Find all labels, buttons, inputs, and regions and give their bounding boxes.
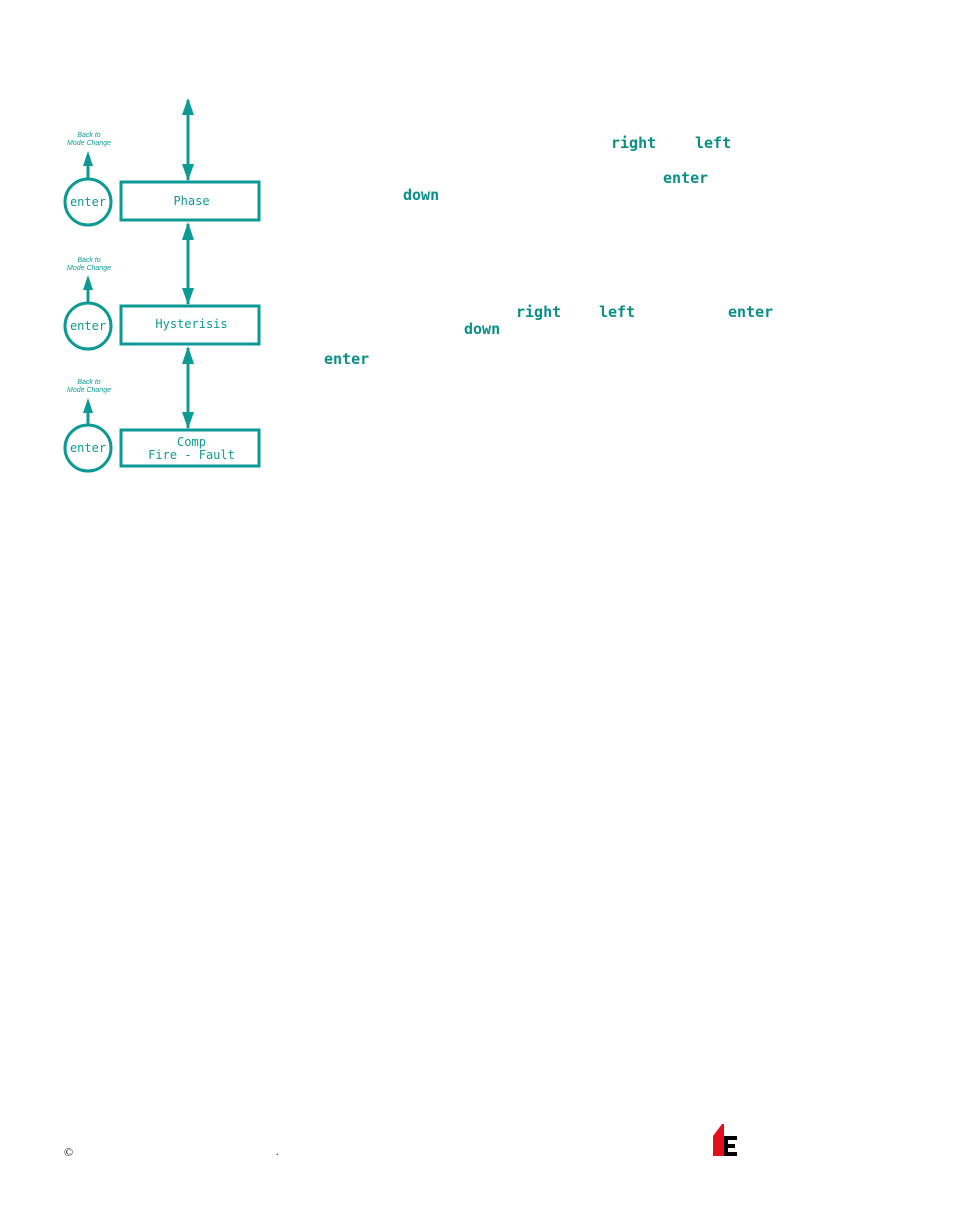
arrowhead-hysterisis-up bbox=[182, 346, 194, 364]
enter-button-label-2: enter bbox=[69, 319, 107, 333]
back-label-2: Back to Mode Change bbox=[59, 257, 119, 273]
back-label-3: Back to Mode Change bbox=[59, 379, 119, 395]
arrowhead-enter-1 bbox=[83, 151, 93, 166]
flow-diagram-graphics bbox=[63, 98, 261, 473]
hysterisis-box bbox=[119, 304, 261, 346]
keyword-down-2: down bbox=[464, 320, 501, 338]
keyword-down-1: down bbox=[403, 186, 440, 204]
phase-box bbox=[119, 180, 261, 222]
arrowhead-hysterisis-down bbox=[182, 288, 194, 305]
arrowhead-comp-down bbox=[182, 412, 194, 429]
copyright-symbol: © bbox=[64, 1145, 74, 1159]
arrowhead-enter-3 bbox=[83, 398, 93, 413]
back-label-1-line1: Back to bbox=[77, 132, 101, 139]
enter-button-label-3: enter bbox=[69, 441, 107, 455]
keyword-right-1: right bbox=[611, 134, 657, 152]
back-label-3-line1: Back to bbox=[77, 379, 101, 386]
keyword-enter-1: enter bbox=[663, 169, 709, 187]
comp-box bbox=[119, 428, 261, 468]
back-label-1: Back to Mode Change bbox=[59, 132, 119, 148]
arrowhead-top-down bbox=[182, 164, 194, 181]
enter-button-label-1: enter bbox=[69, 195, 107, 209]
back-label-2-line2: Mode Change bbox=[67, 265, 111, 272]
comp-box-label: Comp Fire - Fault bbox=[148, 435, 235, 462]
keyword-right-2: right bbox=[516, 303, 562, 321]
back-label-1-line2: Mode Change bbox=[67, 140, 111, 147]
logo-black-e bbox=[724, 1136, 737, 1156]
hysterisis-box-label: Hysterisis bbox=[155, 317, 228, 331]
keyword-enter-2: enter bbox=[728, 303, 774, 321]
company-logo bbox=[713, 1124, 737, 1156]
back-label-2-line1: Back to bbox=[77, 257, 101, 264]
footer-dot: . bbox=[276, 1147, 279, 1158]
arrowhead-phase-up bbox=[182, 222, 194, 240]
arrowhead-enter-2 bbox=[83, 275, 93, 290]
keyword-enter-3: enter bbox=[324, 350, 370, 368]
back-label-3-line2: Mode Change bbox=[67, 387, 111, 394]
keyword-left-1: left bbox=[695, 134, 732, 152]
logo-red-shape bbox=[713, 1124, 724, 1156]
phase-box-label: Phase bbox=[173, 194, 210, 208]
arrowhead-top-up bbox=[182, 98, 194, 115]
keyword-left-2: left bbox=[599, 303, 636, 321]
flow-diagram: Phase Hysterisis Comp Fire - Fault enter… bbox=[0, 0, 300, 500]
